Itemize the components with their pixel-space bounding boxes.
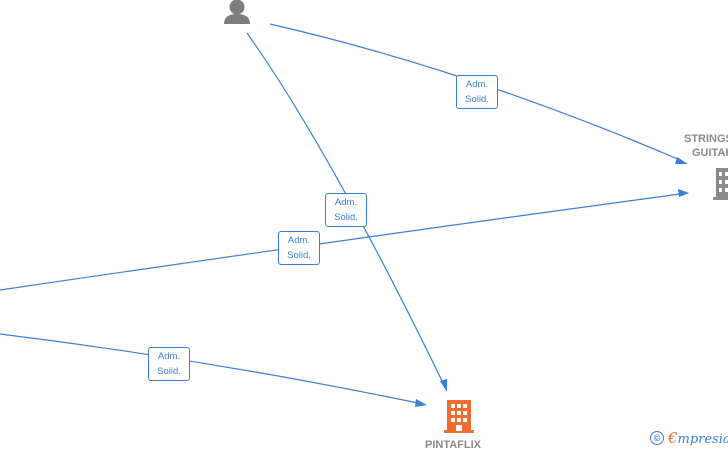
edge-label-line1: Adm.	[334, 197, 358, 208]
arrowhead	[675, 157, 688, 164]
brand-logo: €mpresia	[668, 429, 728, 447]
edge-left-to-strings-guitar	[0, 193, 681, 291]
building-icon[interactable]	[713, 168, 728, 200]
arrowhead	[440, 379, 447, 392]
node-label-strings-guitar[interactable]: STRINGS GUITAR	[684, 132, 728, 160]
edge-label-line2: Solid.	[287, 250, 311, 261]
edge-label-line2: Solid.	[465, 94, 489, 105]
edge-label-left-to-pintaflix[interactable]: Adm. Solid.	[148, 347, 190, 381]
arrowhead	[415, 399, 427, 407]
edge-label-line2: Solid.	[157, 366, 181, 377]
empresia-watermark: © €mpresia	[650, 428, 728, 448]
edge-label-line1: Adm.	[465, 79, 489, 90]
node-label-line: GUITAR	[692, 147, 728, 159]
edge-label-line2: Solid.	[334, 212, 358, 223]
edge-label-line1: Adm.	[287, 235, 311, 246]
node-label-pintaflix[interactable]: PINTAFLIX	[425, 439, 482, 451]
edge-left-to-pintaflix	[0, 333, 419, 404]
arrowhead	[678, 189, 689, 197]
node-label-line: STRINGS	[684, 133, 728, 145]
edge-label-person-to-pintaflix[interactable]: Adm. Solid.	[325, 193, 367, 227]
person-icon[interactable]	[224, 0, 250, 24]
edge-label-left-to-strings[interactable]: Adm. Solid.	[278, 231, 320, 265]
edge-person-to-pintaflix	[246, 32, 445, 386]
edge-label-line1: Adm.	[157, 351, 181, 362]
copyright-icon: ©	[650, 431, 664, 445]
edge-label-person-to-strings[interactable]: Adm. Solid.	[456, 75, 498, 109]
pintaflix-building-icon[interactable]	[444, 400, 474, 433]
